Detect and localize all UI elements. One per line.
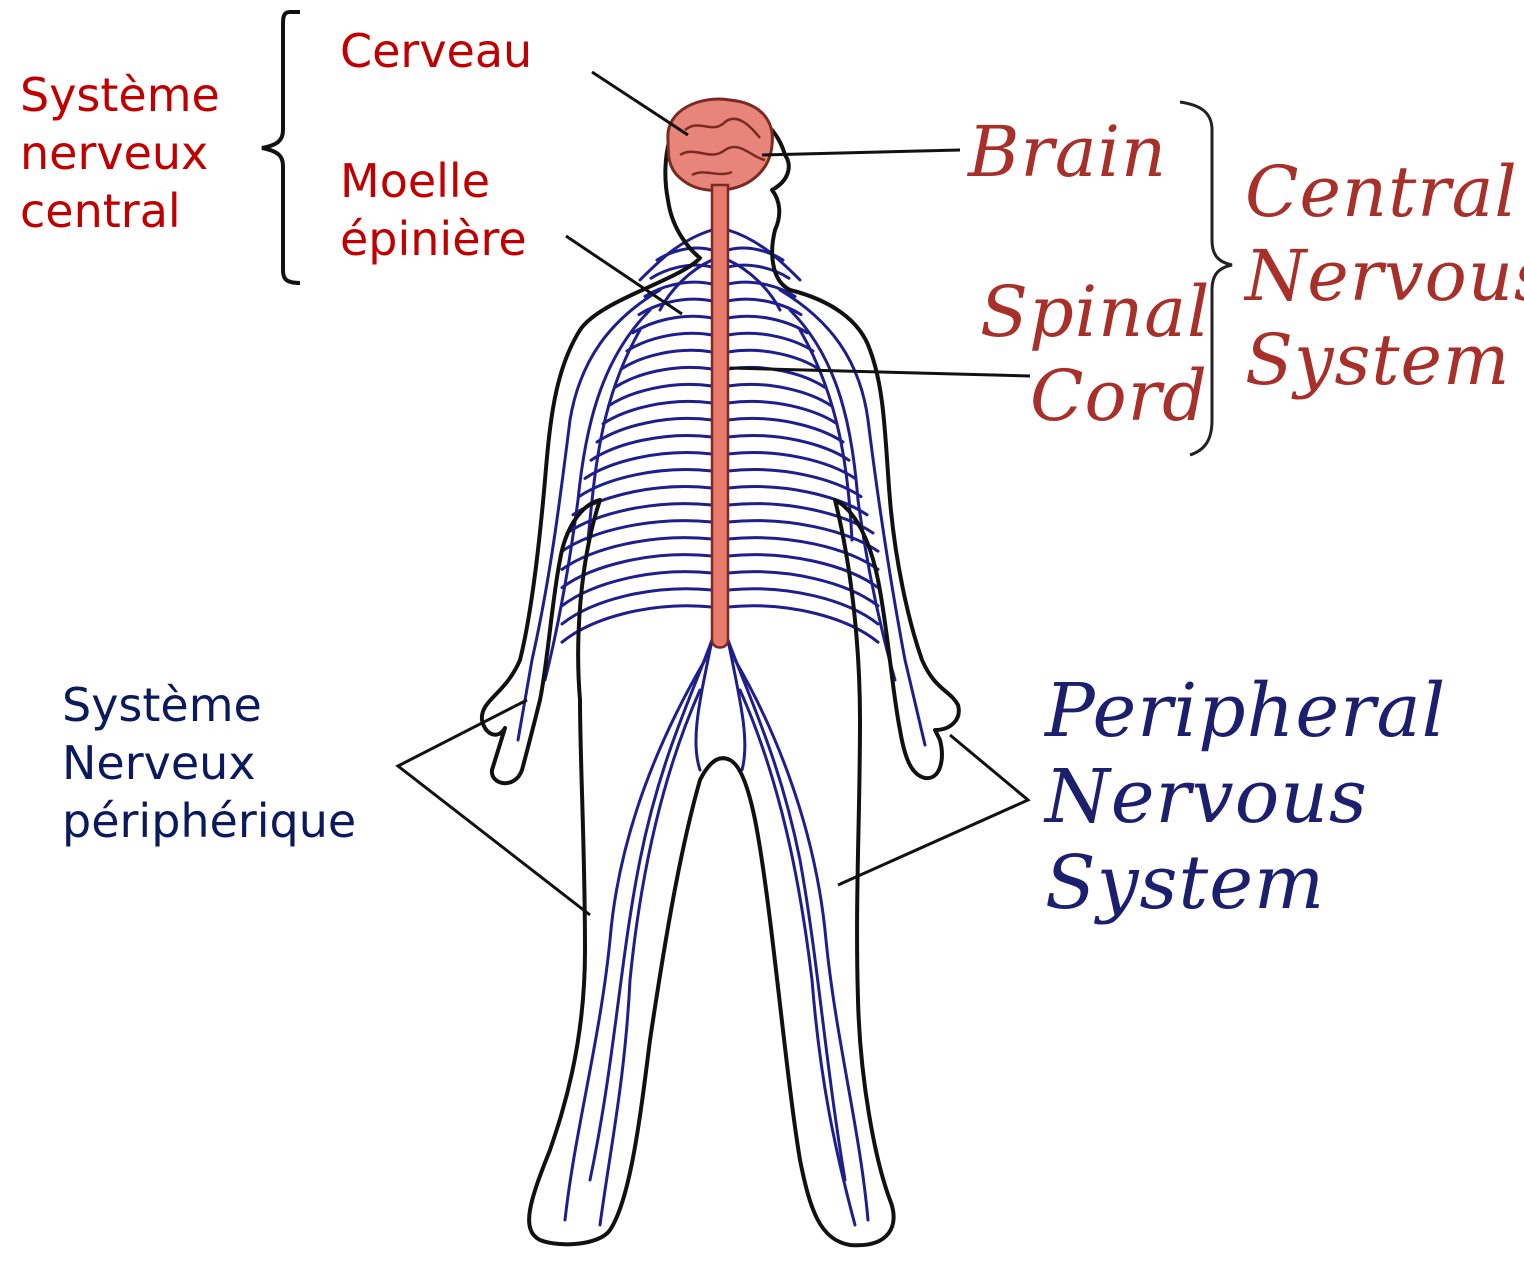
en-cns-group-label: Central Nervous System (1245, 150, 1524, 402)
nerve-strand (728, 265, 789, 278)
fr-pns-group-label: Système Nerveux périphérique (62, 676, 356, 850)
nerve-strand (579, 470, 712, 497)
fr-pns-line-1: Système (62, 676, 356, 734)
en-brain-label: Brain (968, 110, 1167, 194)
brain-shape (668, 99, 773, 190)
brain-pointer-line (762, 150, 960, 155)
moelle-pointer-line (566, 236, 682, 314)
french-cns-brace (262, 12, 300, 283)
nerve-strand (633, 316, 712, 333)
nerve-strand (728, 230, 800, 280)
fr-pns-line-3: périphérique (62, 792, 356, 850)
nerve-strand (728, 453, 855, 479)
fr-pns-line-2: Nerveux (62, 734, 356, 792)
fr-cns-line-1: Système (20, 66, 220, 124)
nerve-strand (585, 453, 712, 479)
nerve-strand (590, 640, 712, 1180)
nerve-strand (728, 521, 878, 552)
en-pns-group-label: Peripheral Nervous System (1045, 668, 1446, 926)
en-spinal-cord-label: Spinal Cord (980, 270, 1210, 438)
nerve-strand (562, 521, 712, 552)
fr-spinal-line-2: épinière (340, 210, 527, 268)
nerve-strand (728, 299, 801, 314)
fr-spinal-cord-label: Moelle épinière (340, 152, 527, 268)
nerve-strand (518, 290, 660, 740)
fr-brain-label: Cerveau (340, 22, 532, 80)
en-cns-line-2: Nervous (1245, 234, 1524, 318)
en-cns-line-1: Central (1245, 150, 1524, 234)
french-pns-pointer-lines (398, 700, 590, 915)
cerveau-pointer-line (592, 72, 688, 135)
nerve-strand (627, 333, 712, 351)
en-spinal-line-2: Cord (980, 354, 1210, 438)
spinal-cord-shape (712, 185, 728, 648)
fr-spinal-line-1: Moelle (340, 152, 527, 210)
nerve-strand (728, 333, 813, 351)
fr-cns-group-label: Système nerveux central (20, 66, 220, 240)
nerve-strand (639, 299, 712, 314)
en-spinal-line-1: Spinal (980, 270, 1210, 354)
nerve-strand (728, 316, 807, 333)
en-pns-line-3: System (1045, 840, 1446, 926)
en-pns-line-1: Peripheral (1045, 668, 1446, 754)
en-cns-line-3: System (1245, 318, 1524, 402)
english-pns-pointer-lines (838, 735, 1028, 885)
fr-cns-line-2: nerveux (20, 124, 220, 182)
fr-cns-line-3: central (20, 182, 220, 240)
en-pns-line-2: Nervous (1045, 754, 1446, 840)
nerve-strand (735, 660, 868, 1220)
nerve-strand (728, 470, 861, 497)
